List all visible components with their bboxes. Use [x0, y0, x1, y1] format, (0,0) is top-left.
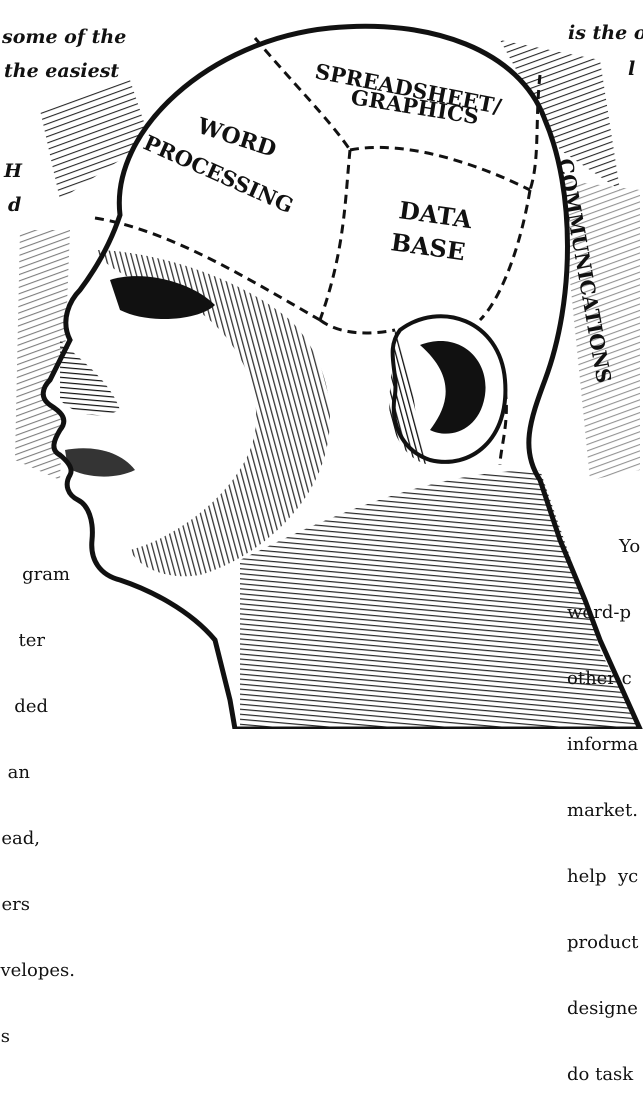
right-body-line: other c: [567, 668, 643, 690]
right-body-line: word-p: [567, 602, 643, 624]
right-body-line: do task: [567, 1064, 643, 1086]
left-body-line: gram: [0, 564, 70, 586]
left-body-text: gram ter ded an ead, ers velopes. s: [0, 520, 80, 1070]
right-body-line: Yo: [567, 536, 643, 558]
left-body-line: ter: [0, 630, 45, 652]
right-body-line: market.: [567, 800, 643, 822]
left-body-line: an: [0, 762, 30, 784]
left-body-line: velopes.: [0, 960, 75, 982]
left-body-line: ded: [0, 696, 48, 718]
right-body-line: product: [567, 932, 643, 954]
left-body-line: ers: [0, 894, 30, 916]
left-body-line: ead,: [0, 828, 40, 850]
right-body-line: informa: [567, 734, 643, 756]
left-body-line: s: [0, 1026, 10, 1048]
phrenology-head-illustration: WORD PROCESSING SPREADSHEET/ GRAPHICS DA…: [0, 0, 643, 729]
right-body-line: help yc: [567, 866, 643, 888]
right-body-line: designe: [567, 998, 643, 1020]
right-body-text: Yo word-p other c informa market. help y…: [567, 492, 643, 1108]
